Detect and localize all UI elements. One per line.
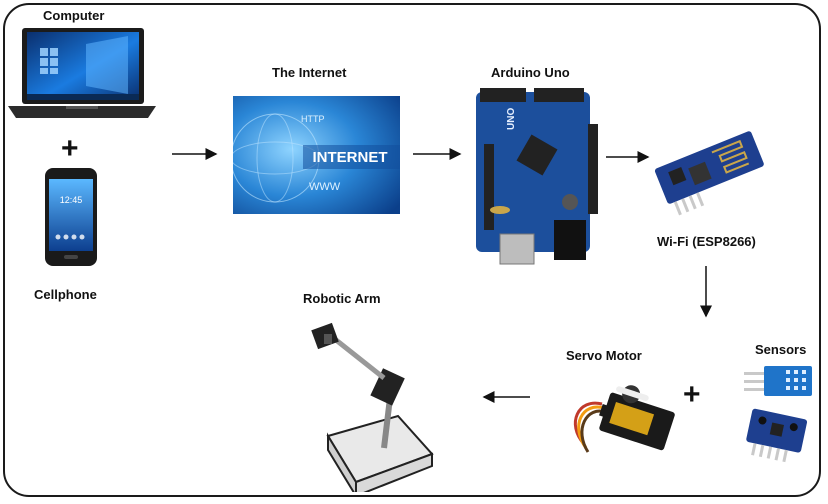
label-wifi: Wi-Fi (ESP8266) (657, 234, 756, 249)
robotic-arm-image (311, 322, 434, 492)
internet-text: INTERNET (313, 149, 388, 166)
label-computer: Computer (43, 8, 105, 23)
label-servo-motor: Servo Motor (566, 348, 642, 363)
label-sensors: Sensors (755, 342, 807, 357)
servo-motor-image (573, 385, 675, 453)
internet-http-text: HTTP (301, 114, 325, 124)
label-arduino: Arduino Uno (491, 65, 570, 80)
internet-www-text: WWW (309, 181, 341, 193)
plus-icon: + (61, 132, 79, 165)
svg-text:12:45: 12:45 (60, 195, 83, 205)
label-cellphone: Cellphone (34, 287, 97, 302)
label-robotic-arm: Robotic Arm (303, 291, 381, 306)
sensor-dht-image (744, 366, 812, 463)
label-internet: The Internet (272, 65, 347, 80)
plus-icon: + (683, 378, 701, 411)
arduino-uno-text: UNO (506, 108, 517, 130)
internet-banner-image: INTERNET HTTP WWW (233, 96, 400, 214)
arduino-board-image: UNO (476, 88, 598, 265)
laptop-icon (8, 28, 156, 118)
cellphone-icon: 12:45 (45, 168, 97, 266)
esp8266-module-image (654, 131, 764, 216)
